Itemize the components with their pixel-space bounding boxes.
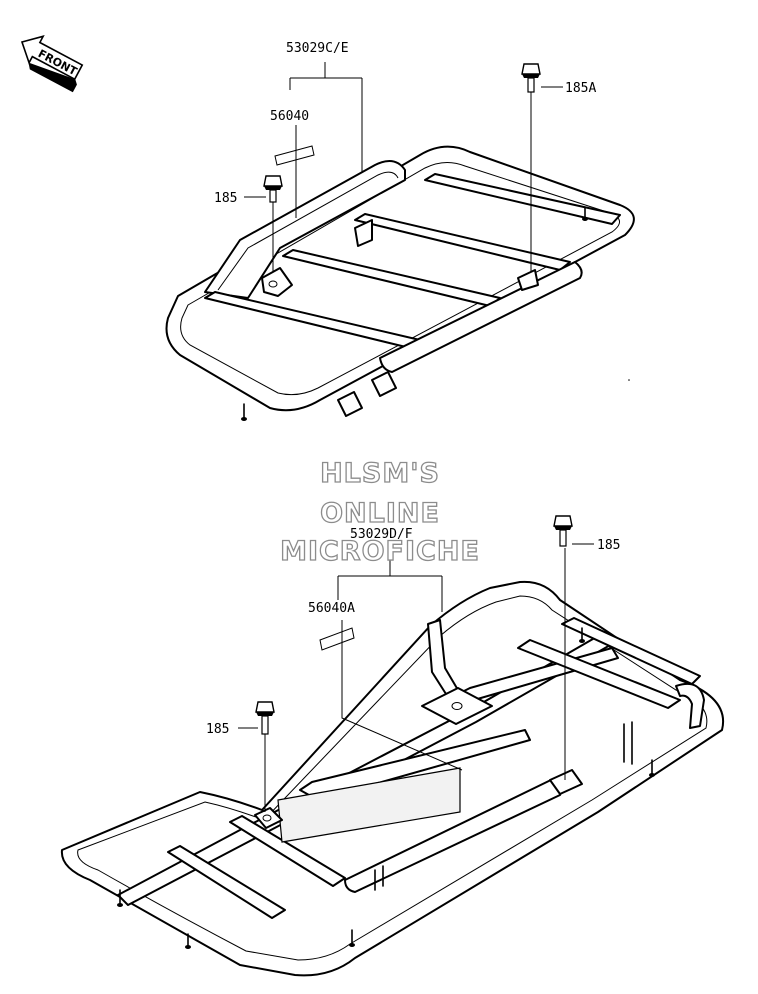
bottom-rack-part-label: 53029D/F: [350, 527, 413, 542]
watermark-line-3: MICROFICHE: [280, 536, 480, 567]
watermark-line-1: HLSM'S: [320, 458, 440, 489]
front-arrow-icon: FRONT: [20, 35, 84, 93]
bolt-icon-top-right: [521, 63, 541, 93]
bottom-bolt-left-label: 185: [206, 722, 229, 737]
label-sticker-56040A: [319, 627, 355, 651]
watermark: HLSM'S ONLINE MICROFICHE: [279, 457, 480, 567]
top-rack-drawing: [165, 145, 635, 421]
top-bolt-left-label: 185: [214, 191, 237, 206]
bottom-bolt-right-label: 185: [597, 538, 620, 553]
label-sticker-56040: [274, 145, 315, 166]
bolt-icon-top-left: [263, 175, 283, 203]
watermark-line-2: ONLINE: [320, 498, 440, 529]
bolt-icon-bottom-right: [553, 515, 573, 547]
top-sticker-part-label: 56040: [270, 109, 309, 124]
bottom-sticker-part-label: 56040A: [308, 601, 355, 616]
top-bolt-right-label: 185A: [565, 81, 596, 96]
bottom-rack-drawing: [60, 580, 725, 977]
top-rack-part-label: 53029C/E: [286, 41, 349, 56]
bolt-icon-bottom-left: [255, 701, 275, 735]
